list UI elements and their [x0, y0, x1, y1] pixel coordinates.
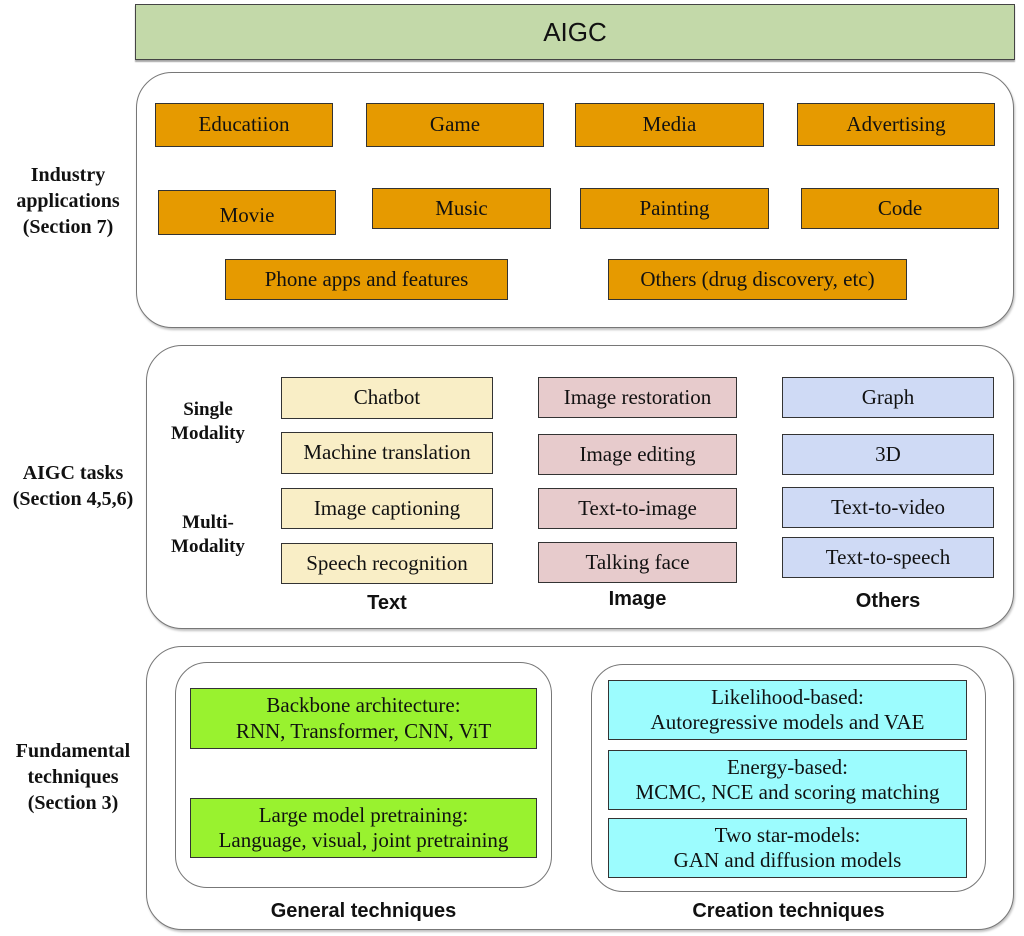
- industry-item-game: Game: [366, 103, 544, 147]
- column-label-image: Image: [608, 588, 667, 610]
- industry-item-advertising: Advertising: [797, 103, 995, 146]
- technique-likelihood-based: Likelihood-based: Autoregressive models …: [608, 680, 967, 740]
- task-chatbot: Chatbot: [281, 377, 493, 419]
- technique-energy-based: Energy-based: MCMC, NCE and scoring matc…: [608, 750, 967, 810]
- task-image-editing: Image editing: [538, 434, 737, 475]
- task-text-to-image: Text-to-image: [538, 488, 737, 529]
- industry-applications-label: Industry applications (Section 7): [0, 162, 136, 240]
- industry-item-media: Media: [575, 103, 764, 147]
- industry-item-music: Music: [372, 188, 551, 229]
- aigc-tasks-label: AIGC tasks (Section 4,5,6): [0, 460, 146, 512]
- task-image-captioning: Image captioning: [281, 488, 493, 529]
- industry-item-others: Others (drug discovery, etc): [608, 259, 907, 300]
- single-modality-label: Single Modality: [171, 399, 245, 444]
- column-label-others: Others: [855, 590, 921, 612]
- fundamentals-label-line-1: Fundamental: [15, 740, 131, 762]
- task-speech-recognition: Speech recognition: [281, 543, 493, 584]
- task-text-to-speech: Text-to-speech: [782, 537, 994, 578]
- column-label-text: Text: [367, 592, 407, 614]
- creation-techniques-label: Creation techniques: [692, 900, 885, 922]
- task-text-to-video: Text-to-video: [782, 487, 994, 528]
- tasks-label-line-2: (Section 4,5,6): [12, 488, 134, 510]
- technique-two-star-models: Two star-models: GAN and diffusion model…: [608, 818, 967, 878]
- industry-item-phone-apps: Phone apps and features: [225, 259, 508, 300]
- fundamental-techniques-label: Fundamental techniques (Section 3): [0, 738, 146, 816]
- industry-item-painting: Painting: [580, 188, 769, 229]
- task-3d: 3D: [782, 434, 994, 475]
- industry-label-line-2: applications: [16, 190, 120, 212]
- aigc-title: AIGC: [543, 16, 607, 47]
- aigc-title-bar: AIGC: [135, 4, 1015, 60]
- tasks-label-line-1: AIGC tasks: [22, 462, 124, 484]
- industry-label-line-1: Industry: [30, 164, 106, 186]
- industry-item-movie: Movie: [158, 190, 336, 235]
- industry-item-code: Code: [801, 188, 999, 229]
- task-talking-face: Talking face: [538, 542, 737, 583]
- industry-label-line-3: (Section 7): [22, 216, 114, 238]
- fundamentals-label-line-3: (Section 3): [27, 792, 119, 814]
- technique-backbone-architecture: Backbone architecture: RNN, Transformer,…: [190, 688, 537, 749]
- task-machine-translation: Machine translation: [281, 432, 493, 474]
- multi-modality-label: Multi- Modality: [171, 512, 245, 557]
- industry-item-education: Educatiion: [155, 103, 333, 147]
- fundamentals-label-line-2: techniques: [27, 766, 119, 788]
- technique-large-model-pretraining: Large model pretraining: Language, visua…: [190, 798, 537, 858]
- task-image-restoration: Image restoration: [538, 377, 737, 418]
- task-graph: Graph: [782, 377, 994, 418]
- general-techniques-label: General techniques: [270, 900, 457, 922]
